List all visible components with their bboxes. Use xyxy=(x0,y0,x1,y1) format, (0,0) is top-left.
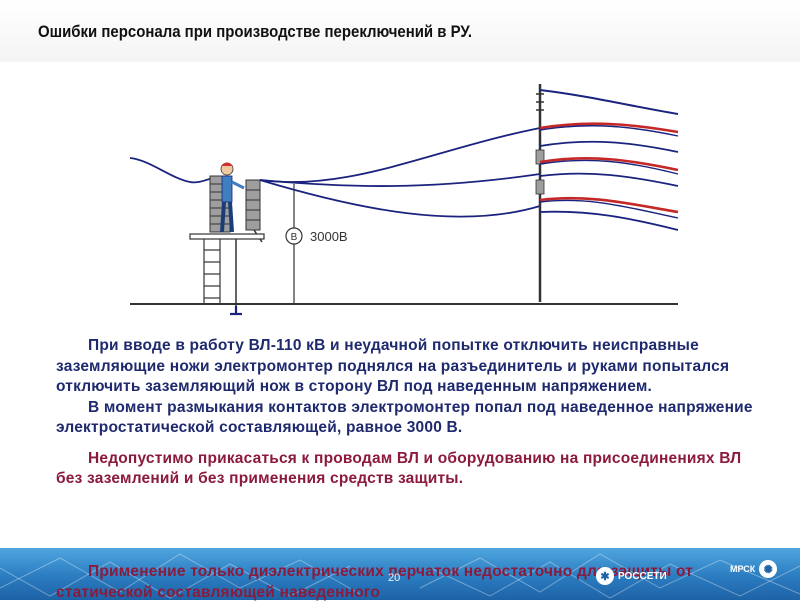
slack-wire xyxy=(130,157,217,184)
page-number: 20 xyxy=(388,572,401,584)
wire-middle xyxy=(259,173,541,187)
voltmeter-icon xyxy=(285,227,303,245)
paragraph-1: При вводе в работу ВЛ-110 кВ и неудачной… xyxy=(56,337,730,395)
worker-figure xyxy=(220,162,245,233)
platform xyxy=(189,233,265,240)
transmission-tower xyxy=(535,84,545,302)
warning-2: Применение только диэлектрических перчат… xyxy=(56,563,694,601)
rosseti-logo: ✱ РОССЕТИ xyxy=(596,567,667,585)
footer-pattern xyxy=(0,553,800,599)
wire-right-7 xyxy=(539,210,679,231)
wire-upper xyxy=(259,127,541,184)
wire-lower xyxy=(259,179,541,218)
body-text: При вводе в работу ВЛ-110 кВ и неудачной… xyxy=(56,336,756,490)
voltage-label: 3000В xyxy=(310,229,348,244)
footer-band xyxy=(0,548,800,600)
wire-right-4 xyxy=(539,159,679,175)
wire-right-2 xyxy=(539,125,679,137)
disconnector xyxy=(245,179,263,243)
wire-right-6 xyxy=(539,199,679,219)
wire-right-3 xyxy=(539,140,679,153)
wire-right-4-red xyxy=(539,156,679,172)
illustration: В 3000В xyxy=(130,80,690,330)
overhead-line-diagram: В 3000В xyxy=(130,84,679,316)
warning-1: Недопустимо прикасаться к проводам ВЛ и … xyxy=(56,449,742,488)
paragraph-2: В момент размыкания контактов электромон… xyxy=(56,398,753,437)
slide-title: Ошибки персонала при производстве перекл… xyxy=(38,22,473,41)
mrsk-logo: МРСК ✺ xyxy=(730,560,778,578)
wire-right-6-red xyxy=(539,196,679,214)
wire-right-2-red xyxy=(539,122,679,134)
ground-electrode xyxy=(230,306,242,316)
rosseti-logo-text: РОССЕТИ xyxy=(618,570,667,582)
wire-right-1 xyxy=(539,89,679,115)
ladder xyxy=(203,239,221,304)
wire-right-5 xyxy=(539,172,679,187)
rosseti-logo-icon: ✱ xyxy=(596,567,614,585)
voltmeter-symbol: В xyxy=(291,232,298,243)
mrsk-logo-icon: ✺ xyxy=(759,560,778,578)
mrsk-logo-text: МРСК xyxy=(730,564,756,574)
title-bar: Ошибки персонала при производстве перекл… xyxy=(0,0,800,62)
